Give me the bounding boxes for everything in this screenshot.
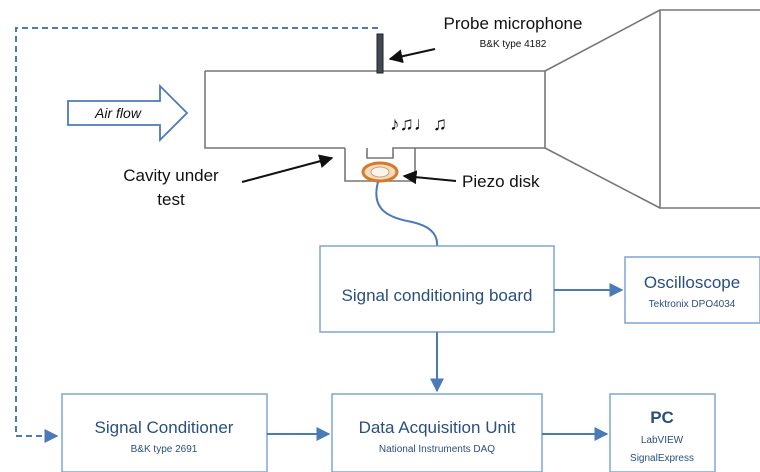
music-notes-icon: ♪♫♩♫ — [390, 114, 447, 135]
oscilloscope-block: Oscilloscope Tektronix DPO4034 — [624, 256, 760, 324]
data-acquisition-unit-title: Data Acquisition Unit — [359, 418, 516, 437]
air-flow-arrow: Air flow — [67, 83, 189, 143]
signal-conditioning-board-block: Signal conditioning board — [319, 245, 555, 333]
pc-line-2: SignalExpress — [630, 453, 694, 464]
pc-line-1: LabVIEW — [641, 435, 684, 446]
oscilloscope-title: Oscilloscope — [644, 273, 740, 292]
probe-microphone-pointer — [388, 48, 436, 64]
cavity-label-line-2: test — [157, 190, 185, 209]
probe-microphone-model: B&K type 4182 — [480, 39, 547, 50]
probe-microphone-label: Probe microphone — [444, 14, 583, 33]
probe-microphone-dashed-link — [15, 27, 378, 443]
data-acquisition-unit-block: Data Acquisition Unit National Instrumen… — [331, 393, 543, 472]
test-section-pipe — [204, 9, 760, 209]
cavity-pointer — [241, 154, 334, 183]
cavity-label-line-1: Cavity under — [123, 166, 219, 185]
pc-block: PC LabVIEW SignalExpress — [609, 393, 716, 472]
pc-title: PC — [650, 408, 674, 427]
piezo-cable — [375, 181, 439, 247]
probe-microphone-icon — [376, 33, 384, 74]
piezo-pointer — [402, 170, 457, 185]
signal-conditioning-board-title: Signal conditioning board — [342, 286, 533, 305]
signal-conditioner-subtitle: B&K type 2691 — [131, 444, 198, 455]
data-acquisition-unit-subtitle: National Instruments DAQ — [379, 444, 495, 455]
piezo-disk-label: Piezo disk — [462, 172, 540, 191]
oscilloscope-subtitle: Tektronix DPO4034 — [649, 299, 736, 310]
air-flow-label: Air flow — [94, 105, 142, 121]
piezo-disk-icon — [361, 161, 399, 183]
signal-conditioner-title: Signal Conditioner — [95, 418, 234, 437]
signal-conditioner-block: Signal Conditioner B&K type 2691 — [61, 393, 268, 472]
